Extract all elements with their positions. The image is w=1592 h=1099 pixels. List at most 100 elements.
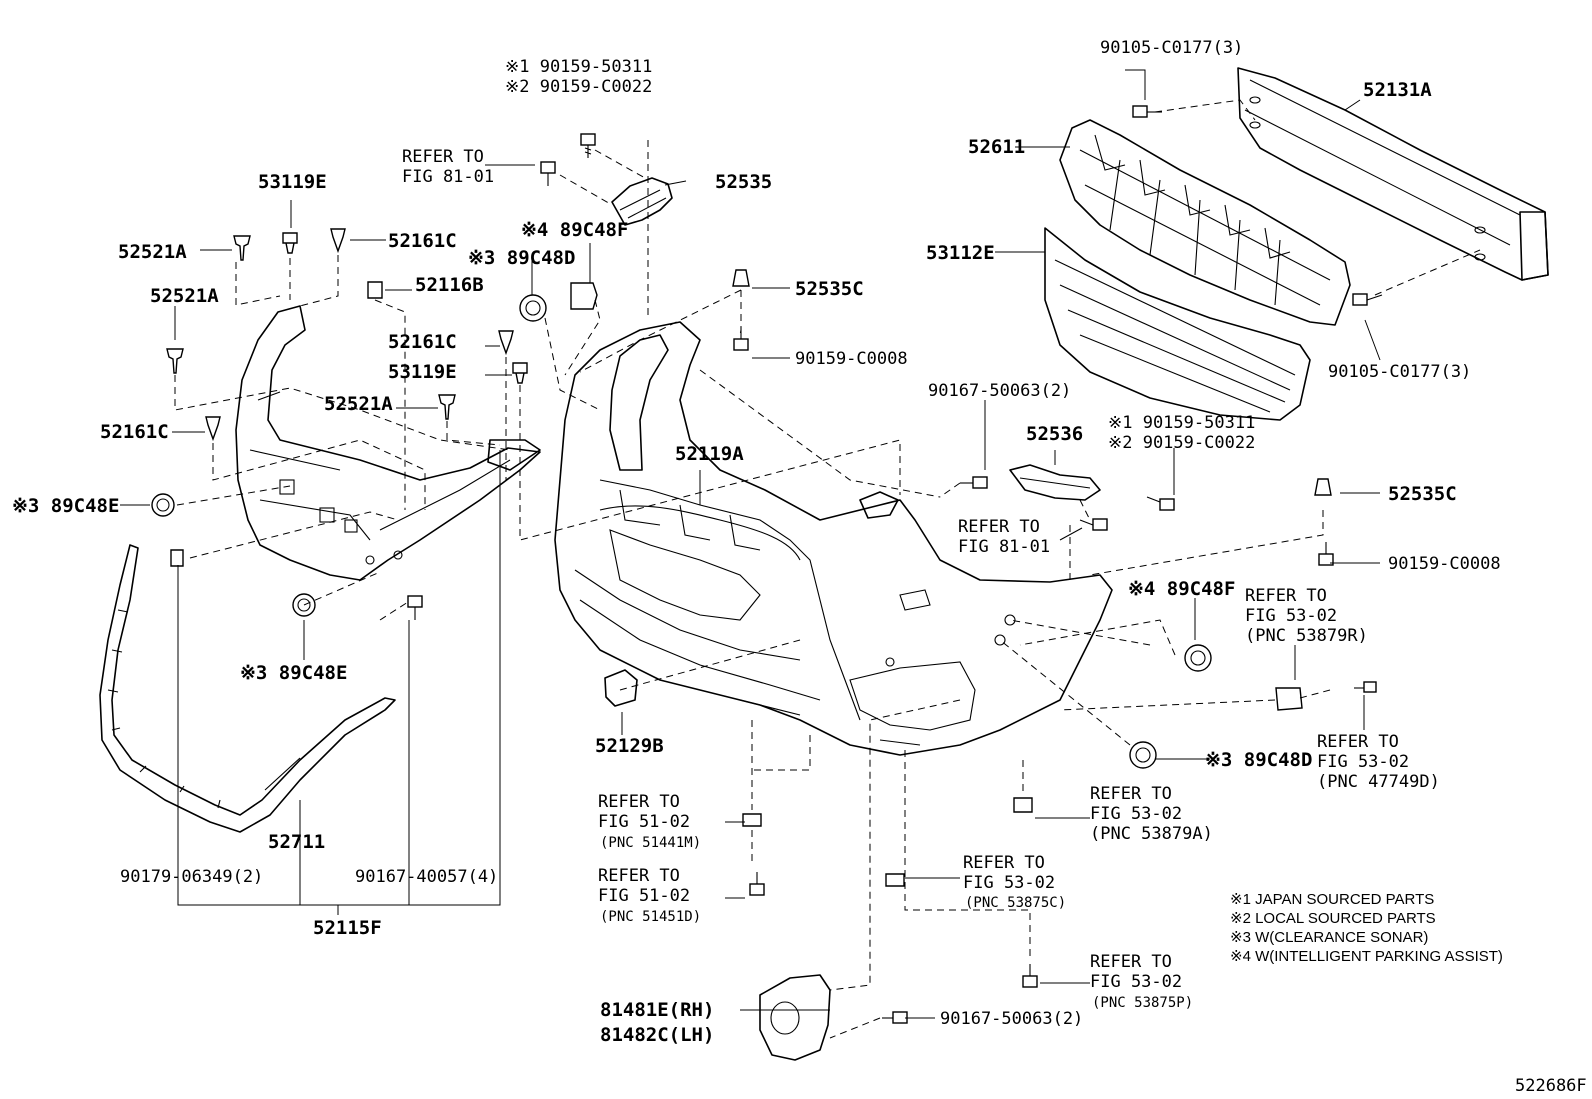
note-line: ※3 W(CLEARANCE SONAR) [1230, 929, 1428, 946]
sensor-retainer-icon [1129, 741, 1157, 769]
note-line: ※1 JAPAN SOURCED PARTS [1230, 891, 1434, 908]
diagram-id: 522686F [1515, 1076, 1587, 1096]
lower-grille-shape [1044, 227, 1311, 421]
part-number-label: 81481E(RH) [600, 999, 714, 1021]
refer-label: REFER TO [963, 853, 1045, 873]
refer-label: (PNC 51441M) [600, 835, 701, 851]
clip-icon [1013, 797, 1033, 813]
part-number-label: 90167-40057(4) [355, 867, 498, 887]
part-number-label: 81482C(LH) [600, 1024, 714, 1046]
part-number-label: 52161C [388, 230, 457, 252]
refer-label: REFER TO [598, 792, 680, 812]
refer-label: REFER TO [958, 517, 1040, 537]
clip-icon [438, 394, 456, 420]
refer-label: FIG 81-01 [402, 167, 494, 187]
screw-icon [1352, 293, 1383, 306]
sensor-retainer-icon [151, 493, 175, 517]
leader-lines [120, 69, 1381, 1019]
part-number-label: 90179-06349(2) [120, 867, 263, 887]
refer-label: (PNC 53875C) [965, 895, 1066, 911]
refer-label: (PNC 53879A) [1090, 824, 1213, 844]
part-number-label: 90159-C0008 [1388, 554, 1501, 574]
note-line: ※4 W(INTELLIGENT PARKING ASSIST) [1230, 948, 1503, 965]
refer-label: FIG 53-02 [1090, 972, 1182, 992]
cap-52129B-shape [604, 669, 638, 707]
part-number-label: 90167-50063(2) [928, 381, 1071, 401]
part-number-label: 53119E [388, 361, 457, 383]
screw-icon [1079, 518, 1108, 531]
part-number-label: 52521A [150, 285, 219, 307]
part-number-label: 90105-C0177(3) [1100, 38, 1243, 58]
part-number-label: ※3 89C48D [468, 247, 575, 269]
part-number-label: ※3 89C48D [1205, 749, 1312, 771]
part-number-label: 90159-C0008 [795, 349, 908, 369]
clip-icon [205, 416, 221, 442]
bumper-energy-absorber-shape [1059, 119, 1351, 326]
refer-label: FIG 53-02 [1090, 804, 1182, 824]
clip-icon [732, 269, 750, 287]
refer-label: FIG 81-01 [958, 537, 1050, 557]
clip-icon [166, 348, 184, 374]
part-labels: 90105-C0177(3) 52131A 52611 53112E 90105… [12, 38, 1501, 1046]
refer-label: (PNC 47749D) [1317, 772, 1440, 792]
refer-label: REFER TO [598, 866, 680, 886]
notes-legend: ※1 JAPAN SOURCED PARTS ※2 LOCAL SOURCED … [1230, 891, 1503, 965]
sensor-retainer-icon [570, 282, 598, 310]
clip-icon [367, 281, 383, 299]
part-number-label: 52611 [968, 136, 1025, 158]
part-number-label: 52119A [675, 443, 744, 465]
screw-icon [1318, 542, 1334, 566]
refer-label: FIG 53-02 [1317, 752, 1409, 772]
part-number-label: 52161C [100, 421, 169, 443]
screw-icon [580, 133, 596, 158]
part-number-label: 52129B [595, 735, 664, 757]
refer-label: REFER TO [1245, 586, 1327, 606]
screw-icon [1354, 681, 1377, 693]
part-number-label: ※4 89C48F [1128, 578, 1235, 600]
part-number-label: 52536 [1026, 423, 1083, 445]
refer-label: FIG 51-02 [598, 886, 690, 906]
clip-icon [742, 813, 762, 827]
front-bumper-cover-shape [554, 321, 1113, 756]
part-number-label: 53119E [258, 171, 327, 193]
clip-icon [885, 873, 905, 887]
screw-icon [882, 1011, 908, 1024]
screw-icon [749, 872, 765, 896]
screw-icon [1146, 496, 1175, 511]
refer-label: REFER TO [402, 147, 484, 167]
bracket-52536-shape [1009, 464, 1101, 501]
part-number-label: 52521A [324, 393, 393, 415]
part-number-label: 53112E [926, 242, 995, 264]
clip-icon [1314, 478, 1332, 496]
part-number-label: 52535C [1388, 483, 1457, 505]
clip-icon [512, 362, 528, 384]
clip-icon [233, 235, 251, 261]
part-number-label: ※4 89C48F [521, 219, 628, 241]
screw-icon [1132, 105, 1162, 118]
refer-label: REFER TO [1090, 784, 1172, 804]
sensor-retainer-icon [1184, 644, 1212, 672]
part-number-label: ※1 90159-50311 [505, 57, 652, 77]
clip-icon [170, 549, 184, 567]
refer-label: FIG 53-02 [1245, 606, 1337, 626]
refer-label: REFER TO [1317, 732, 1399, 752]
refer-label: (PNC 53879R) [1245, 626, 1368, 646]
part-number-label: 52131A [1363, 79, 1432, 101]
fog-lamp-bezel-shape [759, 974, 831, 1061]
part-number-label: 52161C [388, 331, 457, 353]
part-number-label: 52115F [313, 917, 382, 939]
part-number-label: ※1 90159-50311 [1108, 413, 1255, 433]
part-number-label: 90105-C0177(3) [1328, 362, 1471, 382]
screw-icon [960, 476, 988, 489]
part-number-label: ※2 90159-C0022 [505, 77, 652, 97]
refer-label: FIG 53-02 [963, 873, 1055, 893]
installation-lines [174, 99, 1481, 1039]
part-number-label: 52711 [268, 831, 325, 853]
bumper-reinforcement-beam-shape [1237, 67, 1549, 281]
part-number-label: ※2 90159-C0022 [1108, 433, 1255, 453]
clip-icon [498, 330, 514, 356]
screw-icon [407, 595, 423, 620]
part-number-label: 52521A [118, 241, 187, 263]
part-number-label: 52116B [415, 274, 484, 296]
part-number-label: 52535 [715, 171, 772, 193]
